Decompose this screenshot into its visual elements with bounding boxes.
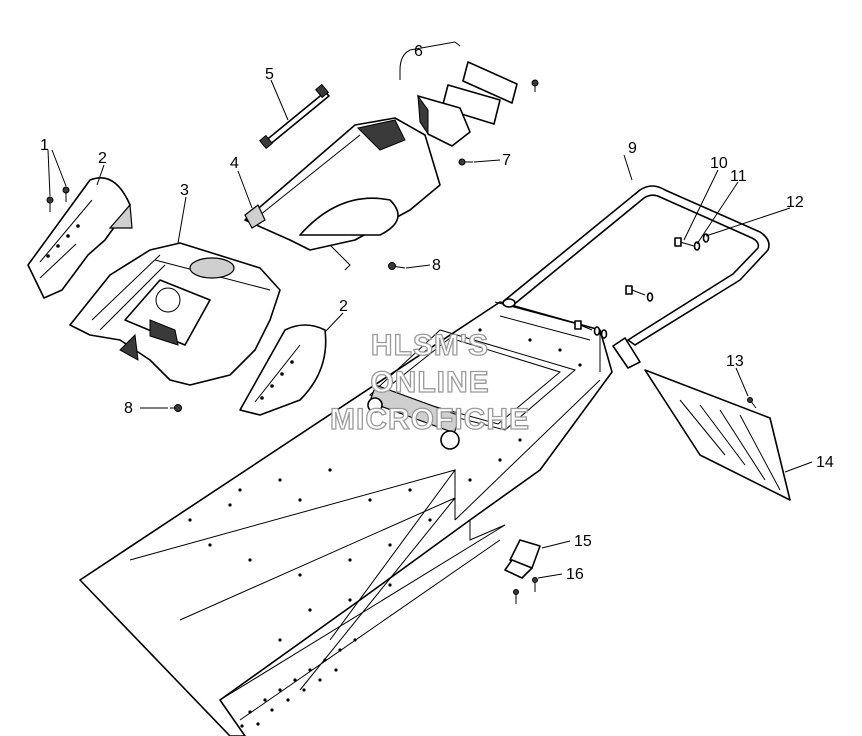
callout-3: 3 — [180, 182, 189, 199]
part-4-center-panel — [244, 117, 441, 271]
callout-6: 6 — [414, 43, 423, 60]
part-13-screw — [747, 397, 757, 409]
callout-5: 5 — [265, 66, 274, 83]
tunnel-chassis — [79, 301, 613, 736]
tunnel-rivet-holes — [188, 328, 582, 728]
callout-14: 14 — [816, 454, 834, 471]
part-8-screw-upper — [388, 262, 406, 270]
part-16-screws — [513, 577, 538, 604]
part-5-strut — [259, 83, 330, 150]
callout-7: 7 — [502, 152, 511, 169]
callout-2-right: 2 — [339, 298, 348, 315]
callout-8-lower: 8 — [124, 400, 133, 417]
callout-4: 4 — [230, 155, 239, 172]
watermark-line-2: ONLINE — [370, 366, 489, 399]
part-9-grab-handle — [502, 185, 770, 369]
callout-13: 13 — [726, 353, 744, 370]
part-1-screws — [46, 186, 70, 212]
part-6-tail-light — [399, 41, 539, 147]
part-8-screw-lower — [170, 404, 182, 412]
callout-labels: 1 2 3 4 5 6 7 8 2 8 9 10 11 12 13 14 15 … — [40, 43, 834, 583]
callout-15: 15 — [574, 533, 592, 550]
part-7-screw — [458, 158, 473, 166]
callout-12: 12 — [786, 194, 804, 211]
part-2-side-panel-right — [239, 324, 327, 416]
watermark-line-1: HLSM'S — [371, 329, 489, 362]
part-14-snow-flap — [644, 369, 791, 501]
part-2-side-panel-left — [27, 177, 133, 299]
parts-10-12-hardware — [574, 233, 710, 339]
leader-lines — [47, 79, 813, 579]
callout-1: 1 — [40, 137, 49, 154]
callout-10: 10 — [710, 155, 728, 172]
callout-16: 16 — [566, 566, 584, 583]
watermark-line-3: MICROFICHE — [330, 403, 530, 436]
callout-9: 9 — [628, 140, 637, 157]
callout-8-upper: 8 — [432, 257, 441, 274]
part-15-bracket — [504, 539, 541, 579]
callout-2-left: 2 — [98, 150, 107, 167]
part-3-rear-shell — [69, 242, 281, 386]
watermark: HLSM'S ONLINE MICROFICHE — [329, 328, 530, 436]
rear-cooler-frame — [367, 329, 577, 450]
callout-11: 11 — [730, 168, 747, 185]
